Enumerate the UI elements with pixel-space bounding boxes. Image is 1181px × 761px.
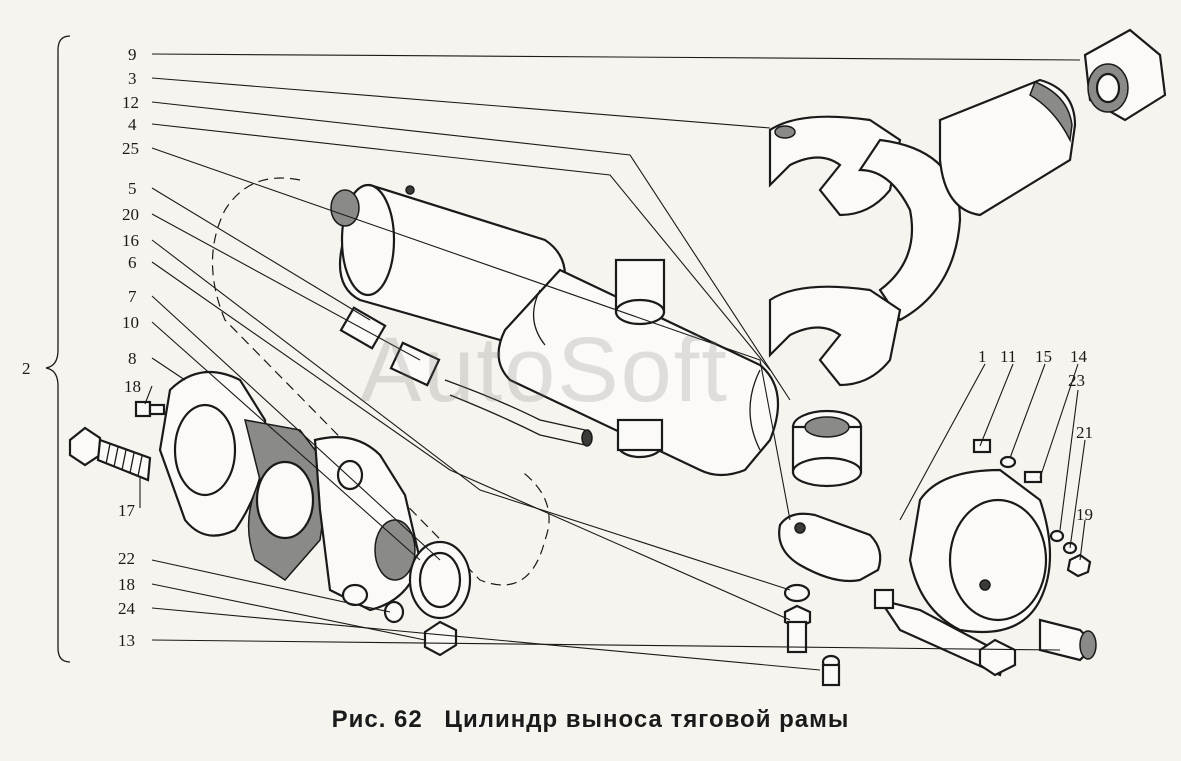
clamp-assembly	[873, 468, 1097, 677]
housing-outline-dashed	[212, 177, 550, 586]
callout-23: 23	[1068, 371, 1085, 390]
bolt	[68, 426, 152, 482]
pipe-fitting	[339, 306, 593, 447]
callout-4: 4	[128, 115, 137, 134]
callout-19: 19	[1076, 505, 1093, 524]
plate-hole	[794, 522, 806, 534]
callout-22: 22	[118, 549, 135, 568]
callout-13: 13	[118, 631, 135, 650]
figure-caption: Рис. 62 Цилиндр выноса тяговой рамы	[0, 706, 1181, 734]
callout-8: 8	[128, 349, 137, 368]
grease-fitting	[821, 654, 841, 687]
callout-6: 6	[128, 253, 137, 272]
callout-20: 20	[122, 205, 139, 224]
callout-2: 2	[22, 359, 31, 378]
callout-5: 5	[128, 179, 137, 198]
yoke-fork	[768, 78, 1077, 387]
assembly-brace	[45, 35, 71, 663]
small-bolt	[134, 400, 166, 418]
figure-number: Рис. 62	[331, 706, 423, 733]
callout-11: 11	[1000, 347, 1016, 366]
callout-3: 3	[128, 69, 137, 88]
callout-1: 1	[978, 347, 987, 366]
callout-9: 9	[128, 45, 137, 64]
spring-washer	[783, 583, 811, 603]
callout-12: 12	[122, 93, 139, 112]
callout-15: 15	[1035, 347, 1052, 366]
callout-18-bottom: 18	[118, 575, 135, 594]
callout-25: 25	[122, 139, 139, 158]
seal-washer	[408, 540, 472, 620]
callout-labels: 9 3 12 4 25 5 20 16 6 7 10 8 18 17 22 18…	[22, 45, 1093, 650]
callout-18-top: 18	[124, 377, 141, 396]
leader-lines	[139, 53, 1086, 671]
callout-17: 17	[118, 501, 136, 520]
cylinder-body	[330, 183, 780, 477]
figure-title: Цилиндр выноса тяговой рамы	[444, 706, 850, 733]
callout-16: 16	[122, 231, 139, 250]
callout-10: 10	[122, 313, 139, 332]
callout-24: 24	[118, 599, 136, 618]
hex-nut	[423, 620, 458, 657]
callout-21: 21	[1076, 423, 1093, 442]
lock-plate	[778, 512, 882, 583]
screw	[783, 604, 812, 654]
flange-bracket	[158, 370, 422, 612]
bushing	[791, 409, 863, 488]
watermark: AutoSoft	[360, 319, 729, 421]
callout-7: 7	[128, 287, 137, 306]
castle-nut	[1083, 28, 1167, 122]
lock-washer	[383, 600, 405, 624]
callout-14: 14	[1070, 347, 1088, 366]
